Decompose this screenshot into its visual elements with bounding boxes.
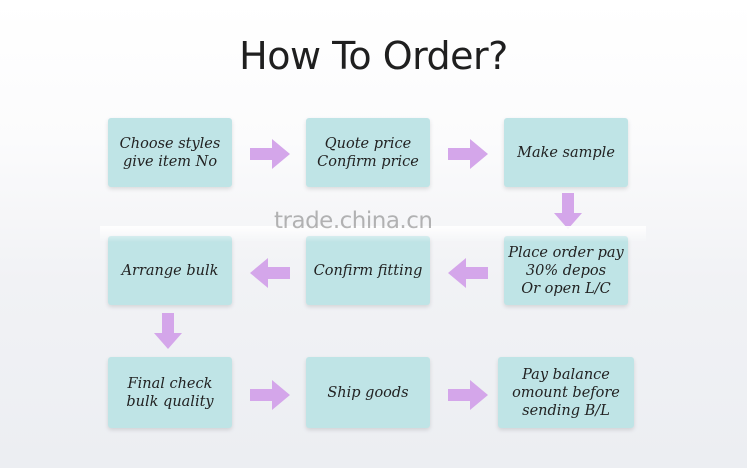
step-make-sample-label: Make sample	[517, 144, 615, 161]
step-ship-goods: Ship goods	[306, 357, 430, 428]
arrow-left-icon	[250, 258, 290, 288]
arrow-right-icon	[448, 139, 488, 169]
step-quote-price: Quote price Confirm price	[306, 118, 430, 187]
step-make-sample: Make sample	[504, 118, 628, 187]
watermark: trade.china.cn	[274, 208, 433, 234]
step-confirm-fitting: Confirm fitting	[306, 236, 430, 305]
arrow-down-icon	[554, 193, 582, 229]
step-choose-styles-label: Choose styles give item No	[119, 135, 221, 170]
step-arrange-bulk: Arrange bulk	[108, 236, 232, 305]
arrow-right-icon	[250, 380, 290, 410]
fade-overlay	[100, 226, 646, 242]
step-ship-goods-label: Ship goods	[327, 384, 409, 401]
arrow-left-icon	[448, 258, 488, 288]
step-confirm-fitting-label: Confirm fitting	[313, 262, 423, 279]
arrow-right-icon	[250, 139, 290, 169]
page-title: How To Order?	[239, 34, 508, 78]
step-final-check-label: Final check bulk quality	[126, 375, 214, 410]
step-pay-balance-label: Pay balance omount before sending B/L	[512, 366, 620, 419]
arrow-down-icon	[154, 313, 182, 349]
step-quote-price-label: Quote price Confirm price	[317, 135, 419, 170]
step-place-order-label: Place order pay 30% depos Or open L/C	[508, 244, 624, 297]
step-choose-styles: Choose styles give item No	[108, 118, 232, 187]
step-arrange-bulk-label: Arrange bulk	[121, 262, 219, 279]
arrow-right-icon	[448, 380, 488, 410]
step-place-order: Place order pay 30% depos Or open L/C	[504, 236, 628, 305]
step-pay-balance: Pay balance omount before sending B/L	[498, 357, 634, 428]
step-final-check: Final check bulk quality	[108, 357, 232, 428]
